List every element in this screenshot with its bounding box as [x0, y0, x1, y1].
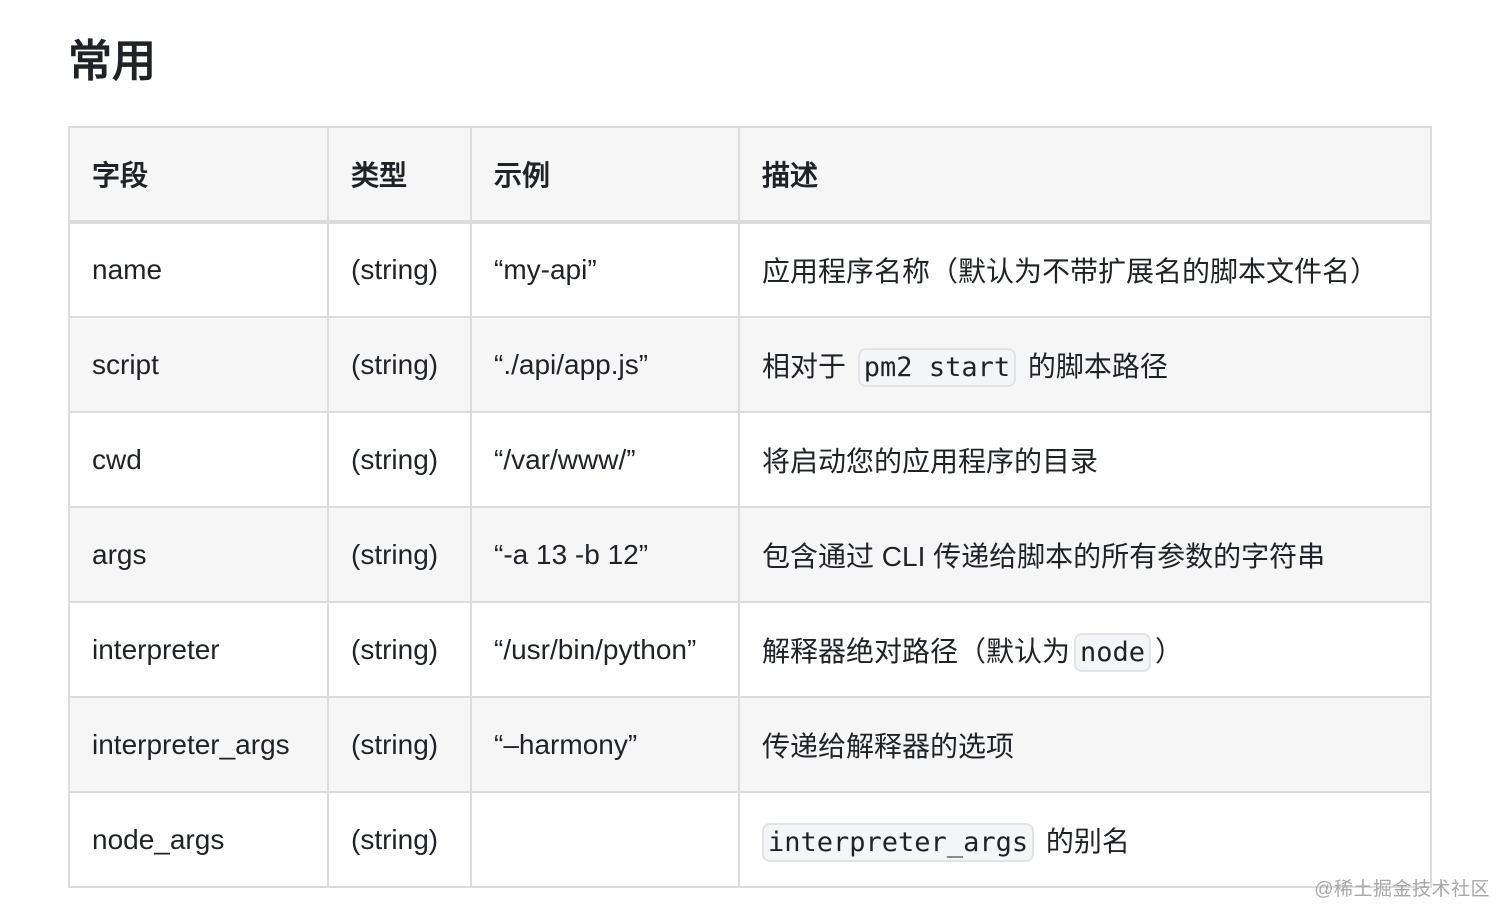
description-text: 传递给解释器的选项	[762, 730, 1015, 762]
cell-example: “/var/www/”	[470, 411, 740, 508]
table-row: node_args (string) interpreter_args 的别名	[68, 791, 1432, 888]
header-description: 描述	[738, 126, 1432, 224]
inline-code: interpreter_args	[762, 822, 1035, 862]
cell-type: (string)	[327, 316, 472, 413]
description-text: 解释器绝对路径（默认为	[762, 635, 1071, 667]
inline-code: pm2 start	[857, 347, 1017, 387]
cell-example: “–harmony”	[470, 696, 740, 793]
table-row: interpreter_args (string) “–harmony” 传递给…	[68, 696, 1432, 793]
table-row: cwd (string) “/var/www/” 将启动您的应用程序的目录	[68, 411, 1432, 508]
cell-type: (string)	[327, 601, 472, 698]
table-header-row: 字段 类型 示例 描述	[68, 126, 1432, 224]
cell-type: (string)	[327, 411, 472, 508]
header-example: 示例	[470, 126, 740, 224]
description-text: 应用程序名称（默认为不带扩展名的脚本文件名）	[762, 256, 1379, 287]
section-title: 常用	[68, 37, 156, 86]
watermark: @稀土掘金技术社区	[1314, 879, 1490, 900]
cell-field: script	[68, 316, 329, 413]
cell-field: cwd	[68, 411, 329, 508]
cell-example: “/usr/bin/python”	[470, 601, 740, 698]
inline-code: node	[1074, 632, 1152, 672]
cell-type: (string)	[327, 221, 472, 318]
cell-example	[470, 791, 740, 888]
config-params-table: 字段 类型 示例 描述 name (string) “my-api” 应用程序名…	[68, 126, 1432, 888]
cell-field: node_args	[68, 791, 329, 888]
cell-description: 应用程序名称（默认为不带扩展名的脚本文件名）	[738, 221, 1432, 318]
table-row: name (string) “my-api” 应用程序名称（默认为不带扩展名的脚…	[68, 221, 1432, 318]
description-text: ）	[1155, 635, 1184, 667]
cell-field: args	[68, 506, 329, 603]
cell-field: name	[68, 221, 329, 318]
header-type: 类型	[327, 126, 472, 224]
header-field: 字段	[68, 126, 329, 224]
description-text: 包含通过 CLI 传递给脚本的所有参数的字符串	[762, 540, 1326, 572]
description-text: 相对于	[762, 350, 847, 382]
cell-type: (string)	[327, 696, 472, 793]
cell-field: interpreter	[68, 601, 329, 698]
cell-example: “./api/app.js”	[470, 316, 740, 413]
cell-description: interpreter_args 的别名	[738, 791, 1432, 888]
table-row: args (string) “-a 13 -b 12” 包含通过 CLI 传递给…	[68, 506, 1432, 603]
cell-example: “-a 13 -b 12”	[470, 506, 740, 603]
description-text: 的脚本路径	[1027, 350, 1168, 382]
description-text: 将启动您的应用程序的目录	[762, 445, 1099, 477]
cell-type: (string)	[327, 506, 472, 603]
cell-description: 包含通过 CLI 传递给脚本的所有参数的字符串	[738, 506, 1432, 603]
cell-description: 将启动您的应用程序的目录	[738, 411, 1432, 508]
cell-description: 相对于 pm2 start 的脚本路径	[738, 316, 1432, 413]
cell-field: interpreter_args	[68, 696, 329, 793]
cell-example: “my-api”	[470, 221, 740, 318]
table-row: interpreter (string) “/usr/bin/python” 解…	[68, 601, 1432, 698]
cell-description: 传递给解释器的选项	[738, 696, 1432, 793]
table-row: script (string) “./api/app.js” 相对于 pm2 s…	[68, 316, 1432, 413]
cell-type: (string)	[327, 791, 472, 888]
description-text: 的别名	[1045, 825, 1130, 857]
